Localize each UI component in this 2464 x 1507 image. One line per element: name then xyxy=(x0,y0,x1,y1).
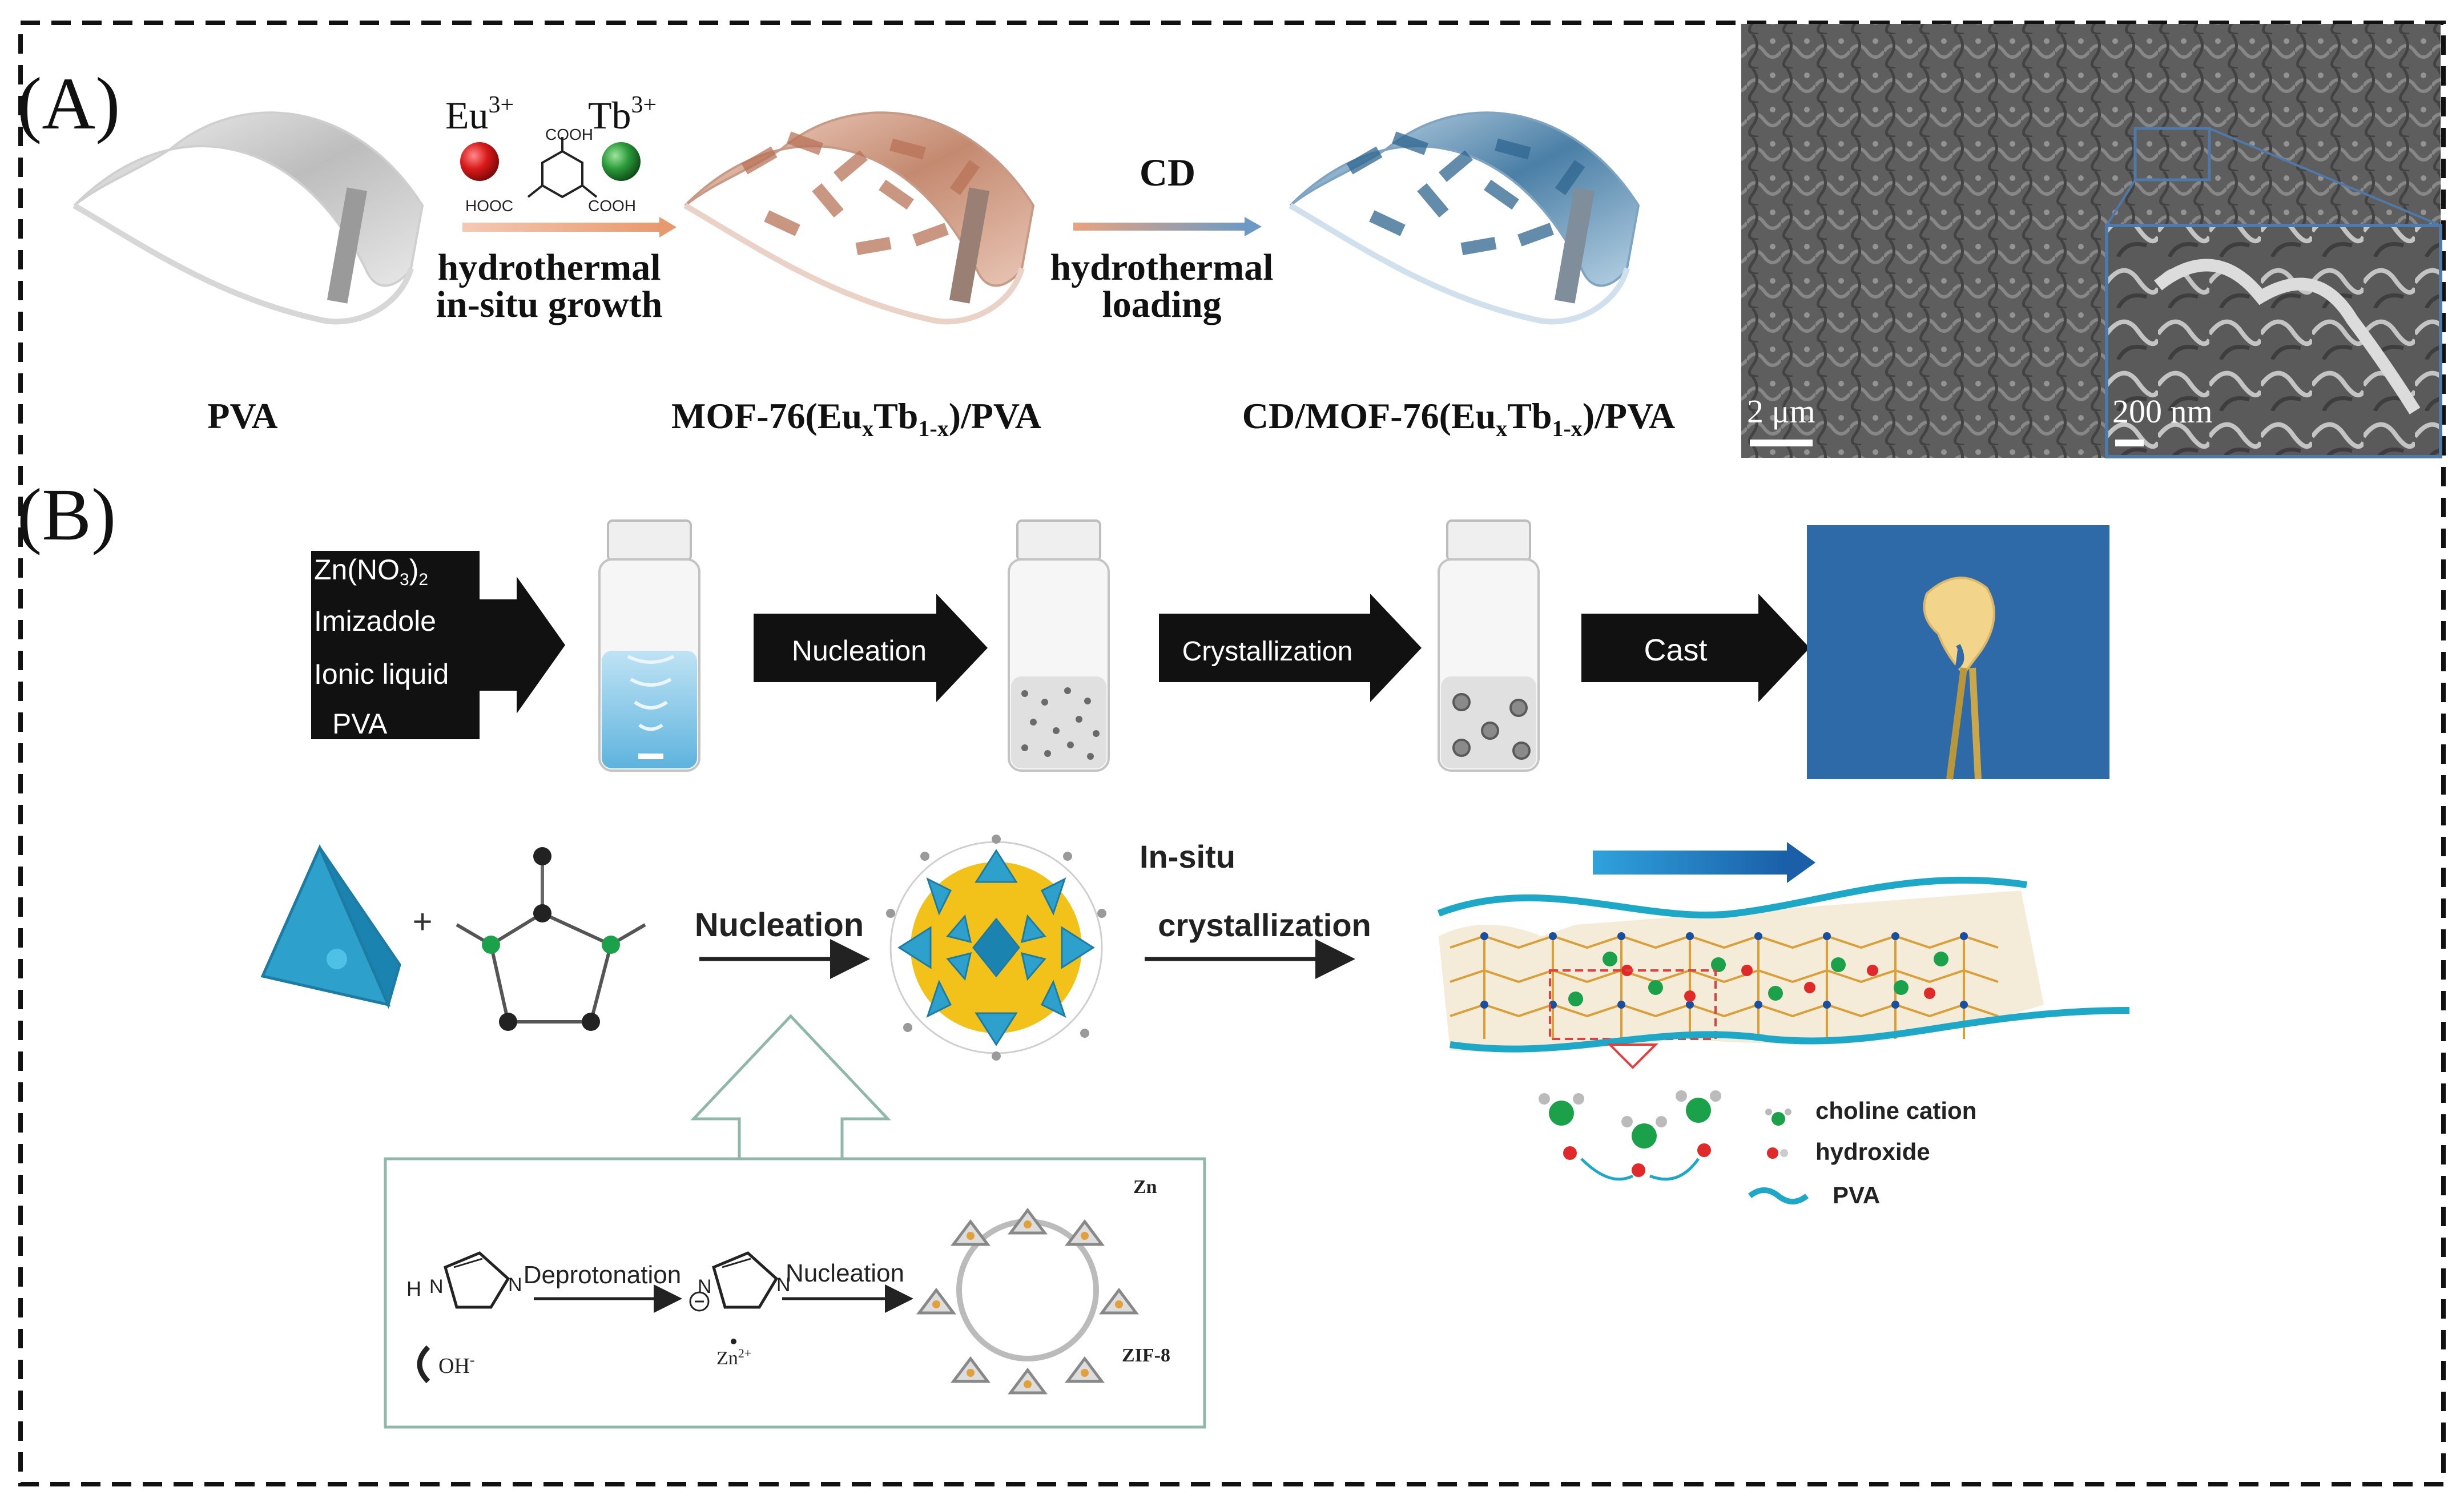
sem-zoom-region xyxy=(2133,127,2211,182)
eu-ion-label: Eu3+ xyxy=(445,92,514,137)
sem-inset xyxy=(2105,224,2442,458)
nucleation-step-label: Nucleation xyxy=(695,906,864,944)
linker-cooh-top: COOH xyxy=(545,126,593,143)
step2-arrow xyxy=(1073,223,1245,231)
legend: choline cation hydroxide PVA xyxy=(1748,1097,1976,1208)
cast-arrow xyxy=(1581,594,1810,702)
inset-oh-label: OH- xyxy=(438,1352,475,1378)
step2-label-line1: hydrothermal xyxy=(1050,247,1273,288)
sem-micrograph: 2 μm 200 nm xyxy=(1741,24,2442,458)
bottle-crystallization xyxy=(1438,519,1540,772)
legend-choline-marker xyxy=(1765,1109,1791,1126)
reagent-pva: PVA xyxy=(332,708,388,740)
insitu-label-line1: In-situ xyxy=(1140,839,1235,875)
panel-b-label: (B) xyxy=(17,474,116,556)
inset-up-arrow xyxy=(690,1014,891,1166)
caption-pva: PVA xyxy=(207,396,277,436)
sem-scale-inset: 200 nm xyxy=(2112,393,2213,430)
cd-mof76-pva-film-graphic xyxy=(1289,111,1640,325)
linker-cooh-right: COOH xyxy=(588,197,636,215)
tb-sphere xyxy=(602,142,641,181)
choline-hydroxide-detail xyxy=(1539,1090,1721,1181)
pva-film-graphic xyxy=(73,111,424,325)
legend-hydroxide-label: hydroxide xyxy=(1815,1138,1930,1165)
legend-choline-label: choline cation xyxy=(1815,1097,1976,1124)
inset-n3-label: N xyxy=(698,1276,712,1298)
inset-zif8-structure xyxy=(916,1207,1139,1395)
cast-film-photo xyxy=(1807,525,2109,780)
panel-a-label: (A) xyxy=(17,63,120,145)
inset-imidazole-neutral xyxy=(417,1251,510,1384)
linker-hooc: HOOC xyxy=(465,197,513,215)
reagents-arrow xyxy=(311,551,565,739)
eu-sphere xyxy=(460,142,499,181)
legend-hydroxide-marker xyxy=(1767,1147,1788,1159)
reagent-ionic-liquid: Ionic liquid xyxy=(314,658,449,690)
bottle-solution xyxy=(598,519,700,772)
reagent-zinc-nitrate: Zn(NO3)2 xyxy=(314,554,428,589)
inset-nucleation-label: Nucleation xyxy=(786,1259,904,1287)
inset-n4-label: N xyxy=(776,1274,791,1296)
inset-zn2-label: Zn2+ xyxy=(716,1346,751,1369)
step2-cd-label: CD xyxy=(1140,151,1195,194)
crystallization-arrow xyxy=(1159,594,1422,702)
crystallization-arrow-label: Crystallization xyxy=(1182,636,1353,667)
caption-mof76-pva: MOF-76(EuxTb1-x)/PVA xyxy=(671,396,1041,441)
step2-label-line2: loading xyxy=(1102,284,1221,325)
caption-cd-mof76-pva: CD/MOF-76(EuxTb1-x)/PVA xyxy=(1242,396,1675,441)
insitu-label-line2: crystallization xyxy=(1158,907,1371,943)
nucleation-arrow-label: Nucleation xyxy=(792,635,927,667)
legend-pva-label: PVA xyxy=(1833,1182,1880,1208)
legend-pva-marker xyxy=(1748,1187,1809,1204)
zif8-nucleus-graphic xyxy=(886,835,1106,1061)
nucleation-arrow xyxy=(754,594,988,702)
zif8-pva-membrane-graphic xyxy=(1437,876,2130,1069)
btc-linker-structure xyxy=(527,137,598,199)
inset-zif8-label: ZIF-8 xyxy=(1122,1345,1170,1366)
outer-dashed-frame xyxy=(18,21,2446,1486)
cast-arrow-label: Cast xyxy=(1644,633,1707,667)
step1-label-line2: in-situ growth xyxy=(436,284,663,325)
imidazole-ligand-structure xyxy=(456,847,646,1031)
mof76-pva-film-graphic xyxy=(683,111,1035,325)
tb-ion-label: Tb3+ xyxy=(588,92,657,137)
bottle-nucleation xyxy=(1008,519,1110,772)
sem-scale-main: 2 μm xyxy=(1747,393,1815,430)
inset-n1-label: N xyxy=(429,1276,444,1298)
plus-sign: + xyxy=(412,902,432,941)
step1-label-line1: hydrothermal xyxy=(437,247,661,288)
inset-deprotonation-label: Deprotonation xyxy=(524,1261,681,1289)
reagent-imidazole: Imizadole xyxy=(314,605,436,637)
flow-direction-arrow xyxy=(1593,842,1815,883)
inset-h-label: H xyxy=(406,1277,421,1300)
inset-n2-label: N xyxy=(508,1274,522,1296)
step1-arrow xyxy=(462,223,659,232)
inset-zn-label: Zn xyxy=(1133,1176,1157,1198)
zn-tetrahedron-icon xyxy=(260,844,401,1009)
inset-imidazolate-anion xyxy=(689,1251,779,1344)
